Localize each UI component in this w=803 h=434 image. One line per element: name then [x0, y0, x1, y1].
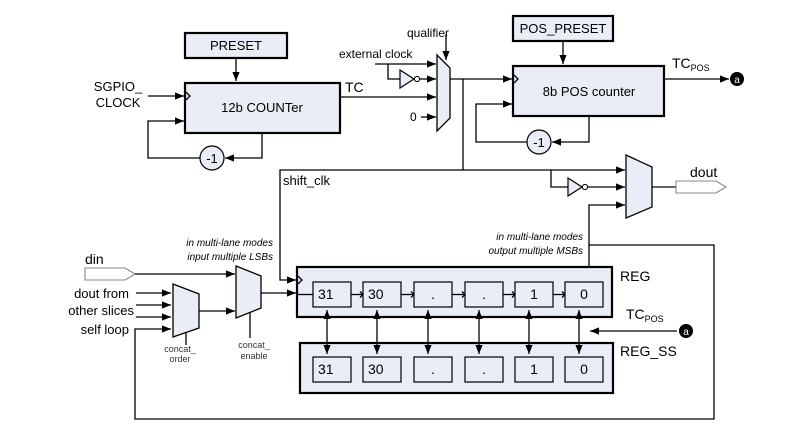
reg-cell: [413, 281, 453, 308]
concat-enable-label-2: enable: [240, 351, 267, 361]
inverter-icon-bottom: [567, 176, 584, 198]
dout-from-label: dout from: [74, 286, 129, 301]
reg-ss-cell-label: 30: [368, 361, 384, 377]
reg-cell: [312, 281, 352, 308]
reg-ss-cell-label: 1: [530, 361, 538, 377]
pos-feedback-out: [552, 116, 590, 146]
reg-cell: [464, 281, 504, 308]
lsb-note-line1: in multi-lane modes: [186, 238, 273, 249]
reg-cell: [362, 281, 402, 308]
clock-edge-icon: [185, 91, 191, 101]
reg-links: [323, 310, 583, 354]
sgpio-clock-label-2: CLOCK: [96, 95, 141, 110]
decrement-label-left: -1: [206, 151, 218, 166]
dout-mux-in3: [588, 201, 625, 295]
reg-ss-cell: [362, 356, 402, 383]
reg-cell-label: 0: [580, 286, 588, 302]
reg-cell-label: .: [482, 286, 486, 302]
concat-order-mux: [172, 283, 200, 338]
pos-preset-label: POS_PRESET: [520, 21, 607, 36]
connector-a-bottom-label: a: [683, 327, 689, 338]
reg-ss-cell-label: .: [482, 361, 486, 377]
din-label: din: [85, 251, 104, 267]
counter-12b-box: [183, 81, 342, 135]
reg-cell: [514, 281, 554, 308]
reg-cell-label: 30: [368, 286, 384, 302]
concat-order-label-2: order: [169, 354, 190, 364]
qualifier-label: qualifier: [407, 26, 449, 40]
sgpio-clock-label-1: SGPIO_: [94, 79, 143, 94]
reg-cell-label: .: [431, 286, 435, 302]
inverter-icon-top: [399, 68, 416, 90]
inverter-bubble-bottom: [581, 183, 589, 191]
zero-label: 0: [410, 110, 417, 124]
dout-mux: [625, 153, 653, 219]
reg-ss-cell-label: 0: [580, 361, 588, 377]
reg-cells: 31 30.. 1 0: [297, 281, 604, 308]
pos-feedback-in: [475, 100, 527, 143]
decrement-label-right: -1: [533, 135, 545, 150]
concat-enable-mux: [235, 265, 262, 319]
msb-note-line2: output multiple MSBs: [489, 246, 584, 257]
reg-ss-cell-label: .: [431, 361, 435, 377]
self-loop-line: [134, 244, 715, 420]
lsb-note-line2: input multiple LSBs: [187, 252, 273, 263]
reg-ss-cell: [312, 356, 352, 383]
shift-clk-label: shift_clk: [283, 173, 330, 188]
tc-label: TC: [345, 79, 364, 95]
reg-ss-cell: [413, 356, 453, 383]
self-loop-label: self loop: [81, 322, 129, 337]
reg-label: REG: [620, 268, 650, 284]
tc-pos-label-top: TCPOS: [672, 55, 710, 73]
din-port: [84, 267, 137, 281]
counter12-feedback-in: [147, 117, 200, 159]
external-clock-label: external clock: [339, 47, 413, 61]
qualifier-mux: [436, 53, 451, 133]
pos-counter-label: 8b POS counter: [543, 84, 636, 99]
pos-preset-box: [511, 14, 615, 43]
reg-ss-cell: [564, 356, 604, 383]
shift-clk-line: [279, 169, 463, 284]
inverter-bubble-top: [413, 75, 421, 83]
counter12-feedback-out: [225, 133, 263, 162]
reg-cell-label: 1: [530, 286, 538, 302]
reg-ss-cell: [464, 356, 504, 383]
reg-cell: [564, 281, 604, 308]
connector-a-top-label: a: [734, 75, 740, 86]
reg-ss-box: [298, 341, 615, 395]
connector-a-top: [730, 72, 744, 86]
other-slices-label: other slices: [68, 303, 134, 318]
tc-pos-label-bottom: TCPOS: [626, 306, 664, 324]
reg-ss-label: REG_SS: [620, 343, 677, 359]
clock-edge-icon-pos: [513, 74, 519, 84]
preset-label: PRESET: [210, 38, 262, 53]
reg-ss-cell-label: 31: [318, 361, 334, 377]
concat-order-label-1: concat_: [164, 344, 197, 354]
dout-inverter-branch: [550, 170, 568, 188]
counter-12b-label: 12b COUNTer: [221, 100, 303, 115]
concat-enable-label-1: concat_: [238, 340, 271, 350]
reg-cell-label: 31: [318, 286, 334, 302]
reg-ss-cells: 31 30.. 1 0: [312, 356, 604, 383]
reg-ss-cell: [514, 356, 554, 383]
clock-edge-icon-reg: [297, 275, 303, 285]
external-clock-branch: [387, 64, 400, 80]
dout-label: dout: [690, 164, 717, 180]
dout-port: [675, 180, 728, 194]
connector-a-bottom: [679, 324, 693, 338]
msb-note-line1: in multi-lane modes: [496, 232, 583, 243]
pos-counter-box: [511, 64, 666, 118]
